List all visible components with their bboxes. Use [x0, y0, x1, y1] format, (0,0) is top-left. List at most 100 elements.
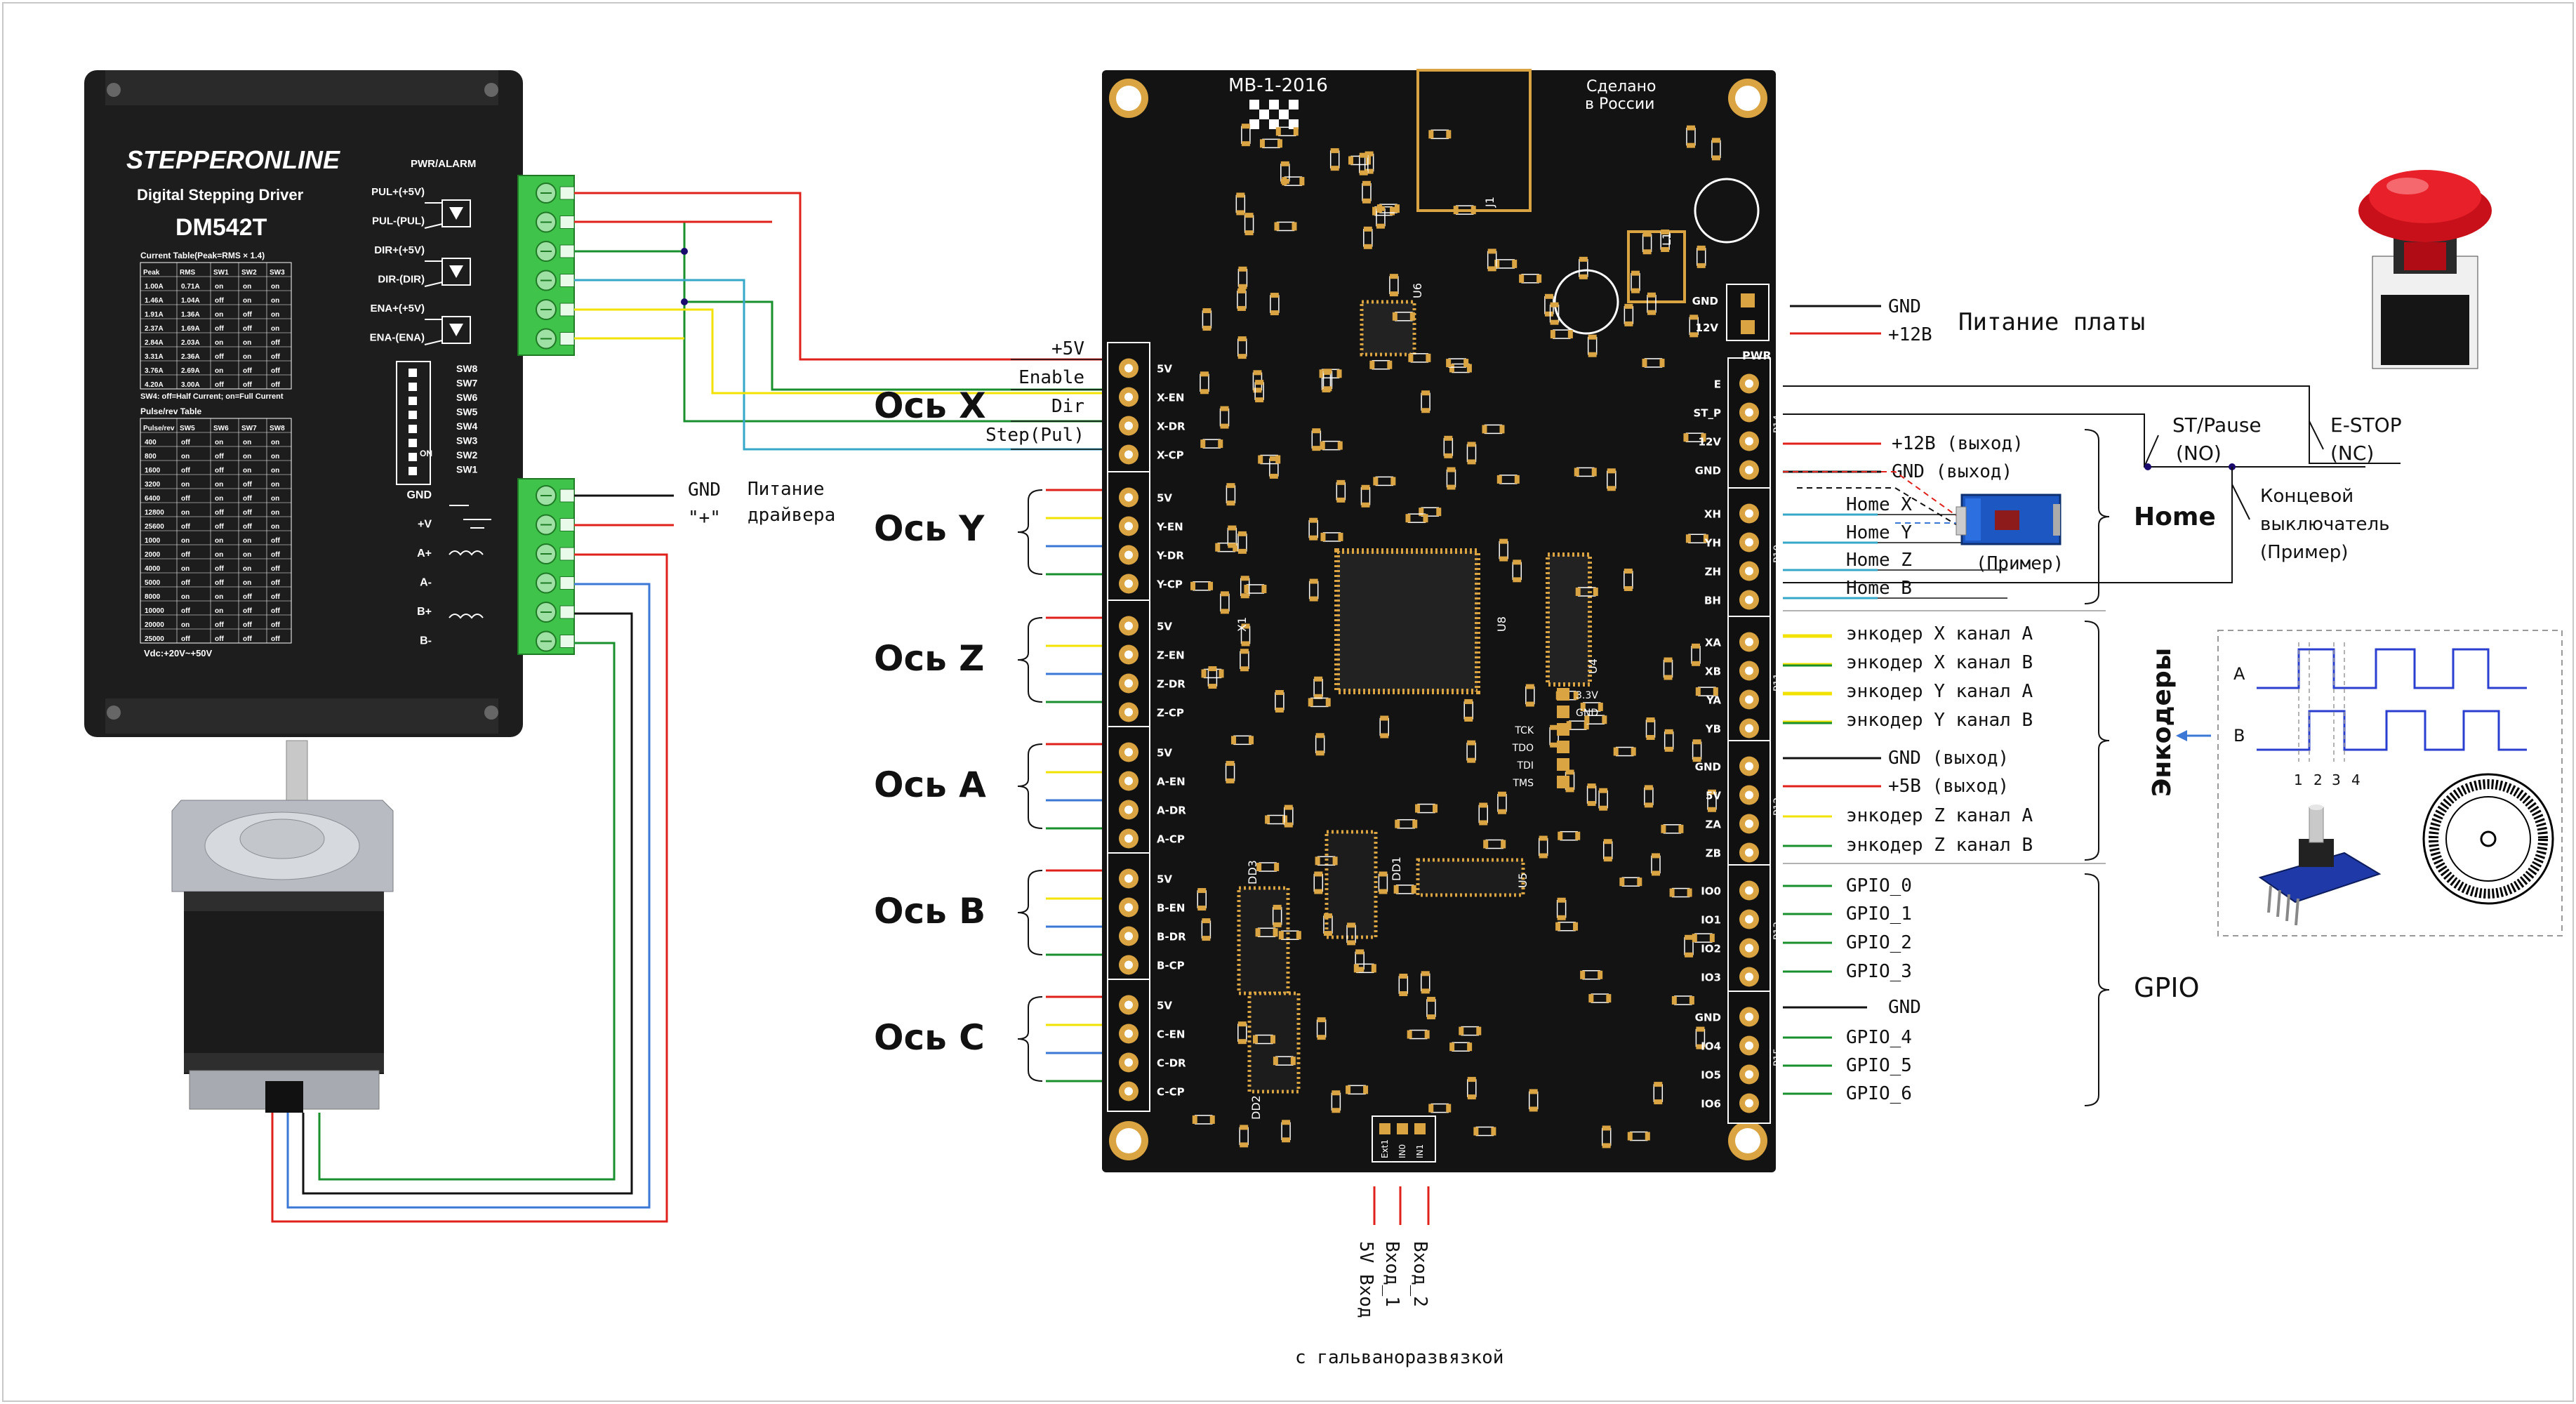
connector-pin-hole	[1745, 379, 1753, 388]
jtag-label: 3.3V	[1576, 690, 1598, 701]
pad	[1309, 596, 1318, 602]
encoder-wire-label: энкодер X канал A	[1846, 623, 2033, 644]
connector-designator: P7	[1094, 660, 1105, 672]
mounting-hole-center	[1116, 86, 1141, 111]
wire-enable	[574, 220, 1102, 391]
table-cell: on	[215, 481, 223, 489]
pad	[1683, 433, 1689, 442]
pad	[1348, 156, 1353, 165]
terminal-screws	[536, 183, 575, 350]
table-cell: 1.04A	[181, 297, 200, 305]
pad	[1390, 206, 1395, 216]
pad	[1256, 863, 1262, 872]
pad	[1347, 940, 1356, 946]
pad	[1220, 591, 1229, 597]
estop-contact	[2309, 420, 2324, 450]
pad	[1697, 263, 1706, 268]
connector-pin-hole	[1745, 637, 1753, 647]
pad	[1447, 484, 1456, 490]
pad	[1593, 587, 1598, 596]
table-header: SW5	[180, 425, 195, 432]
pad	[1226, 501, 1235, 506]
table-cell: on	[271, 509, 279, 517]
table-cell: off	[215, 621, 224, 629]
connector-pin-hole	[1745, 943, 1753, 953]
pad	[1380, 715, 1389, 721]
pad	[1550, 302, 1559, 307]
axis-x-signal: Enable	[1018, 367, 1084, 388]
pad	[1190, 581, 1196, 590]
pad	[1208, 666, 1217, 672]
driver-trace	[424, 340, 443, 345]
driver-trace	[424, 223, 443, 229]
table-cell: on	[271, 283, 279, 291]
pad	[1482, 425, 1487, 434]
capacitor	[1694, 178, 1760, 244]
pad	[1201, 669, 1207, 678]
pad	[1387, 360, 1393, 369]
pad	[1664, 729, 1673, 734]
pad	[1202, 918, 1211, 924]
tick-2: 2	[2313, 771, 2323, 788]
encoder-gnd-label: GND (выход)	[1888, 748, 2009, 769]
connector-pin-hole	[1745, 1041, 1753, 1050]
driver-power-caption-1: Питание	[748, 479, 825, 500]
table-cell: on	[215, 339, 223, 347]
table-cell: off	[243, 621, 252, 629]
axis-label: Ось Y	[874, 508, 985, 549]
pad	[1273, 928, 1278, 937]
table-header: SW1	[213, 269, 229, 277]
pin-label: ZA	[1706, 819, 1722, 831]
table-cell: on	[181, 565, 190, 573]
table-cell: 0.71A	[181, 283, 200, 291]
pad	[1544, 311, 1553, 317]
pad	[1332, 1090, 1341, 1096]
ic-chip-icon	[1324, 830, 1378, 939]
table-cell: off	[181, 579, 190, 587]
pad	[1565, 787, 1574, 793]
pad	[1669, 888, 1675, 897]
table-cell: 800	[145, 453, 157, 461]
connector-pin-hole	[1124, 903, 1133, 912]
axis-label: Ось B	[874, 891, 985, 932]
pad	[1631, 747, 1636, 756]
pad	[1325, 698, 1331, 707]
chip-label: DD2	[1249, 1095, 1263, 1120]
brace	[1017, 617, 1043, 703]
pad	[1428, 130, 1434, 139]
pad	[1491, 1127, 1496, 1136]
pad	[1228, 543, 1237, 548]
connector-designator: P4	[1094, 786, 1105, 798]
brace	[2084, 873, 2110, 1106]
pad	[1423, 514, 1428, 523]
gpio-wire-label: GPIO_3	[1846, 961, 1912, 982]
limit-switch-example: (Пример)	[1976, 553, 2064, 574]
connector-pin-hole	[1124, 493, 1133, 502]
driver-body	[84, 70, 523, 737]
pulse-table-title: Pulse/rev Table	[140, 406, 201, 416]
pad	[1237, 1039, 1247, 1045]
pad	[1258, 455, 1263, 464]
input-pin-label: Ext1	[1380, 1139, 1390, 1158]
pad	[1579, 274, 1588, 279]
pad	[1270, 310, 1279, 316]
connector-pin-hole	[1745, 724, 1753, 733]
pin-label: YH	[1704, 537, 1721, 550]
controller-board: MB-1-2016 Сделано в России U8U4U5U6DD3DD…	[1094, 69, 1784, 1172]
jtag-pin	[1557, 741, 1569, 753]
pad	[1467, 1094, 1476, 1100]
pad	[1603, 839, 1612, 845]
connector-pin-hole	[1745, 567, 1753, 576]
pad	[1467, 740, 1476, 746]
pad	[1399, 991, 1408, 996]
pad	[1399, 974, 1408, 979]
connector-pin-hole	[1745, 437, 1753, 446]
switch-caption-3: (Пример)	[2260, 542, 2348, 563]
pad	[1467, 1077, 1476, 1082]
pad	[1237, 531, 1247, 536]
pad	[1363, 244, 1372, 249]
pad	[1494, 259, 1500, 268]
pad	[1652, 853, 1661, 859]
pad	[1602, 1143, 1611, 1148]
